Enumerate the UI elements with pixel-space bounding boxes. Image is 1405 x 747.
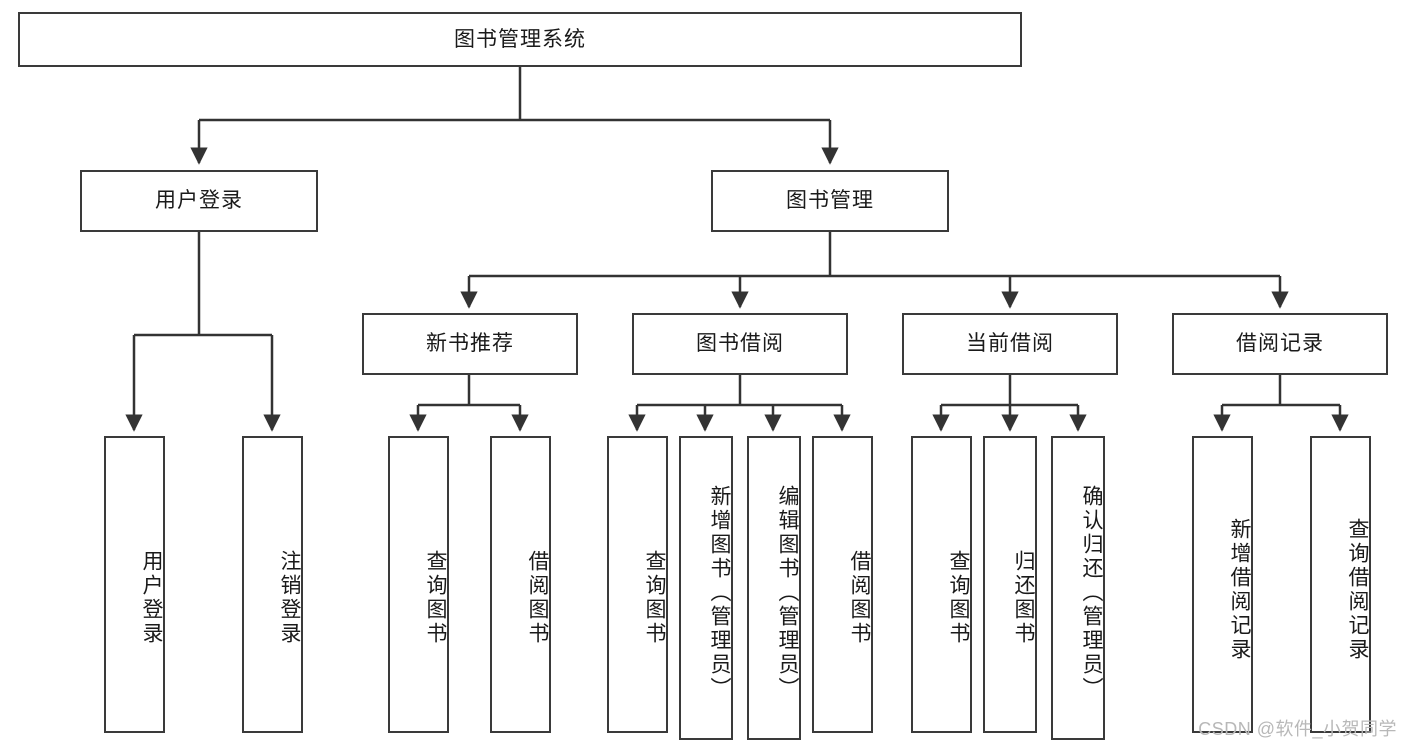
node-leaf-query-book-2[interactable]: 查询图书 — [607, 436, 668, 733]
node-borrow-record[interactable]: 借阅记录 — [1172, 313, 1388, 375]
node-borrow-record-label: 借阅记录 — [1236, 332, 1324, 356]
node-book-manage[interactable]: 图书管理 — [711, 170, 949, 232]
csdn-watermark: CSDN @软件_小贺同学 — [1198, 719, 1397, 739]
node-current-borrow[interactable]: 当前借阅 — [902, 313, 1118, 375]
node-leaf-query-book-2-label: 查询图书 — [643, 549, 666, 646]
node-book-borrow-label: 图书借阅 — [696, 332, 784, 356]
node-leaf-borrow-book-1[interactable]: 借阅图书 — [490, 436, 551, 733]
node-leaf-user-login-label: 用户登录 — [140, 549, 163, 646]
node-book-manage-label: 图书管理 — [786, 189, 874, 213]
node-new-book-recommend[interactable]: 新书推荐 — [362, 313, 578, 375]
node-leaf-logout-login-label: 注销登录 — [278, 549, 301, 646]
node-leaf-edit-book-label: 编辑图书（管理员） — [776, 485, 799, 701]
node-leaf-user-login[interactable]: 用户登录 — [104, 436, 165, 733]
node-leaf-query-book-3[interactable]: 查询图书 — [911, 436, 972, 733]
node-new-book-recommend-label: 新书推荐 — [426, 332, 514, 356]
node-leaf-query-book-1[interactable]: 查询图书 — [388, 436, 449, 733]
node-leaf-query-record[interactable]: 查询借阅记录 — [1310, 436, 1371, 733]
node-leaf-return-book-label: 归还图书 — [1012, 549, 1035, 646]
node-leaf-confirm-return-label: 确认归还（管理员） — [1080, 485, 1103, 701]
node-leaf-query-record-label: 查询借阅记录 — [1346, 517, 1369, 662]
node-current-borrow-label: 当前借阅 — [966, 332, 1054, 356]
node-leaf-return-book[interactable]: 归还图书 — [983, 436, 1037, 733]
node-root[interactable]: 图书管理系统 — [18, 12, 1022, 67]
node-leaf-confirm-return[interactable]: 确认归还（管理员） — [1051, 436, 1105, 740]
node-leaf-borrow-book-2-label: 借阅图书 — [848, 549, 871, 646]
node-leaf-query-book-3-label: 查询图书 — [947, 549, 970, 646]
node-leaf-add-book[interactable]: 新增图书（管理员） — [679, 436, 733, 740]
node-leaf-add-book-label: 新增图书（管理员） — [708, 485, 731, 701]
node-leaf-edit-book[interactable]: 编辑图书（管理员） — [747, 436, 801, 740]
node-leaf-add-record-label: 新增借阅记录 — [1228, 517, 1251, 662]
node-leaf-borrow-book-2[interactable]: 借阅图书 — [812, 436, 873, 733]
node-user-login[interactable]: 用户登录 — [80, 170, 318, 232]
node-book-borrow[interactable]: 图书借阅 — [632, 313, 848, 375]
node-leaf-borrow-book-1-label: 借阅图书 — [526, 549, 549, 646]
node-root-label: 图书管理系统 — [454, 27, 586, 51]
node-leaf-query-book-1-label: 查询图书 — [424, 549, 447, 646]
node-leaf-add-record[interactable]: 新增借阅记录 — [1192, 436, 1253, 733]
node-leaf-logout-login[interactable]: 注销登录 — [242, 436, 303, 733]
node-user-login-label: 用户登录 — [155, 189, 243, 213]
